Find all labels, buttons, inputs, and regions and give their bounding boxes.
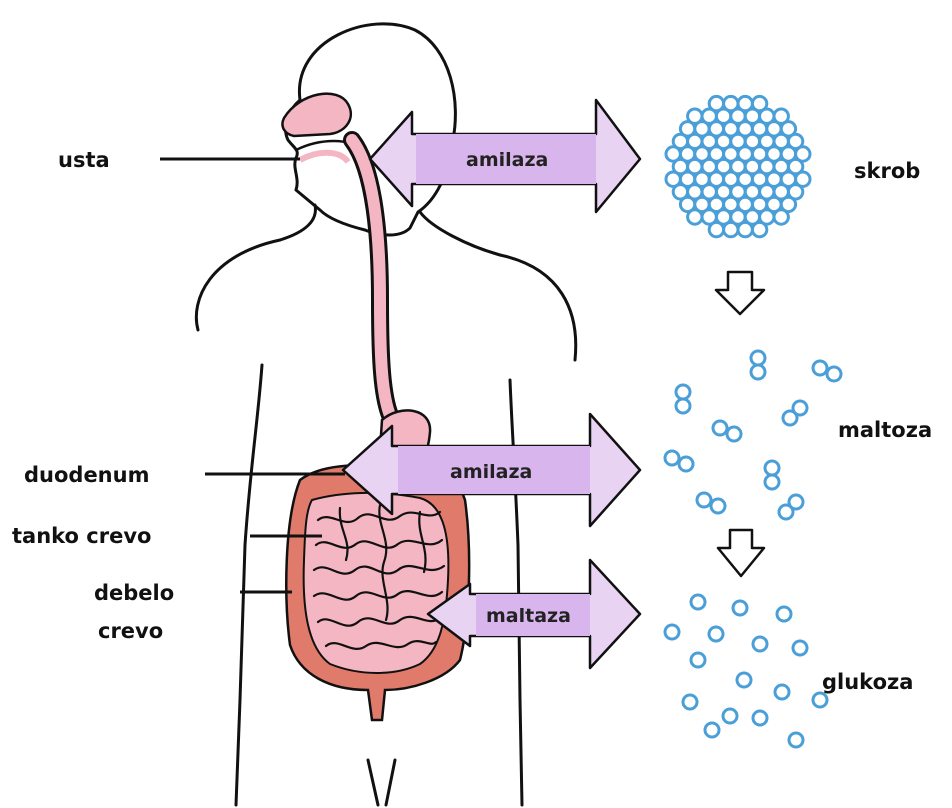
glucose-molecule — [775, 685, 789, 699]
maltose-molecule — [711, 499, 725, 513]
down-arrow-1 — [716, 272, 764, 314]
starch-bead — [724, 222, 738, 236]
label-maltoza: maltoza — [838, 418, 932, 442]
maltose-molecule — [665, 451, 679, 465]
starch-bead — [752, 222, 766, 236]
starch-molecule — [666, 96, 810, 236]
glucose-molecule — [705, 723, 719, 737]
enzyme-label-intestine: maltaza — [486, 605, 571, 627]
enzyme-label-duodenum: amilaza — [450, 461, 532, 483]
maltose-molecule — [727, 427, 741, 441]
glucose-molecule — [793, 641, 807, 655]
glucose-molecule — [753, 637, 767, 651]
label-glukoza: glukoza — [822, 670, 913, 694]
maltose-molecules — [665, 351, 841, 519]
glucose-molecule — [691, 653, 705, 667]
starch-bead — [774, 210, 788, 224]
glucose-molecule — [683, 695, 697, 709]
glucose-molecule — [665, 625, 679, 639]
maltose-molecule — [813, 361, 827, 375]
glucose-molecule — [723, 709, 737, 723]
glucose-molecule — [733, 601, 747, 615]
maltose-molecule — [765, 475, 779, 489]
glucose-molecule — [737, 673, 751, 687]
starch-bead — [738, 222, 752, 236]
maltose-molecule — [676, 399, 690, 413]
label-duodenum: duodenum — [24, 463, 149, 487]
glucose-molecule — [813, 693, 827, 707]
maltose-molecule — [751, 351, 765, 365]
maltose-molecule — [679, 457, 693, 471]
label-debelo-line2: crevo — [98, 619, 163, 643]
glucose-molecule — [789, 733, 803, 747]
starch-bead — [709, 222, 723, 236]
maltose-molecule — [789, 495, 803, 509]
maltose-molecule — [751, 365, 765, 379]
maltose-molecule — [697, 493, 711, 507]
glucose-molecule — [777, 607, 791, 621]
glucose-molecule — [753, 711, 767, 725]
label-skrob: skrob — [854, 159, 920, 183]
maltose-molecule — [827, 367, 841, 381]
down-arrow-2 — [718, 530, 764, 576]
enzyme-label-mouth: amilaza — [466, 149, 548, 171]
maltose-molecule — [676, 385, 690, 399]
glucose-molecule — [709, 627, 723, 641]
maltose-molecule — [713, 421, 727, 435]
maltose-molecule — [765, 461, 779, 475]
label-debelo-line1: debelo — [94, 581, 174, 605]
label-tanko-crevo: tanko crevo — [12, 524, 151, 548]
oral-cavity — [282, 94, 350, 136]
maltose-molecule — [793, 401, 807, 415]
glucose-molecule — [691, 595, 705, 609]
starch-bead — [688, 210, 702, 224]
digestive-tract — [282, 94, 469, 720]
label-usta: usta — [58, 148, 110, 172]
glucose-molecules — [665, 595, 827, 747]
